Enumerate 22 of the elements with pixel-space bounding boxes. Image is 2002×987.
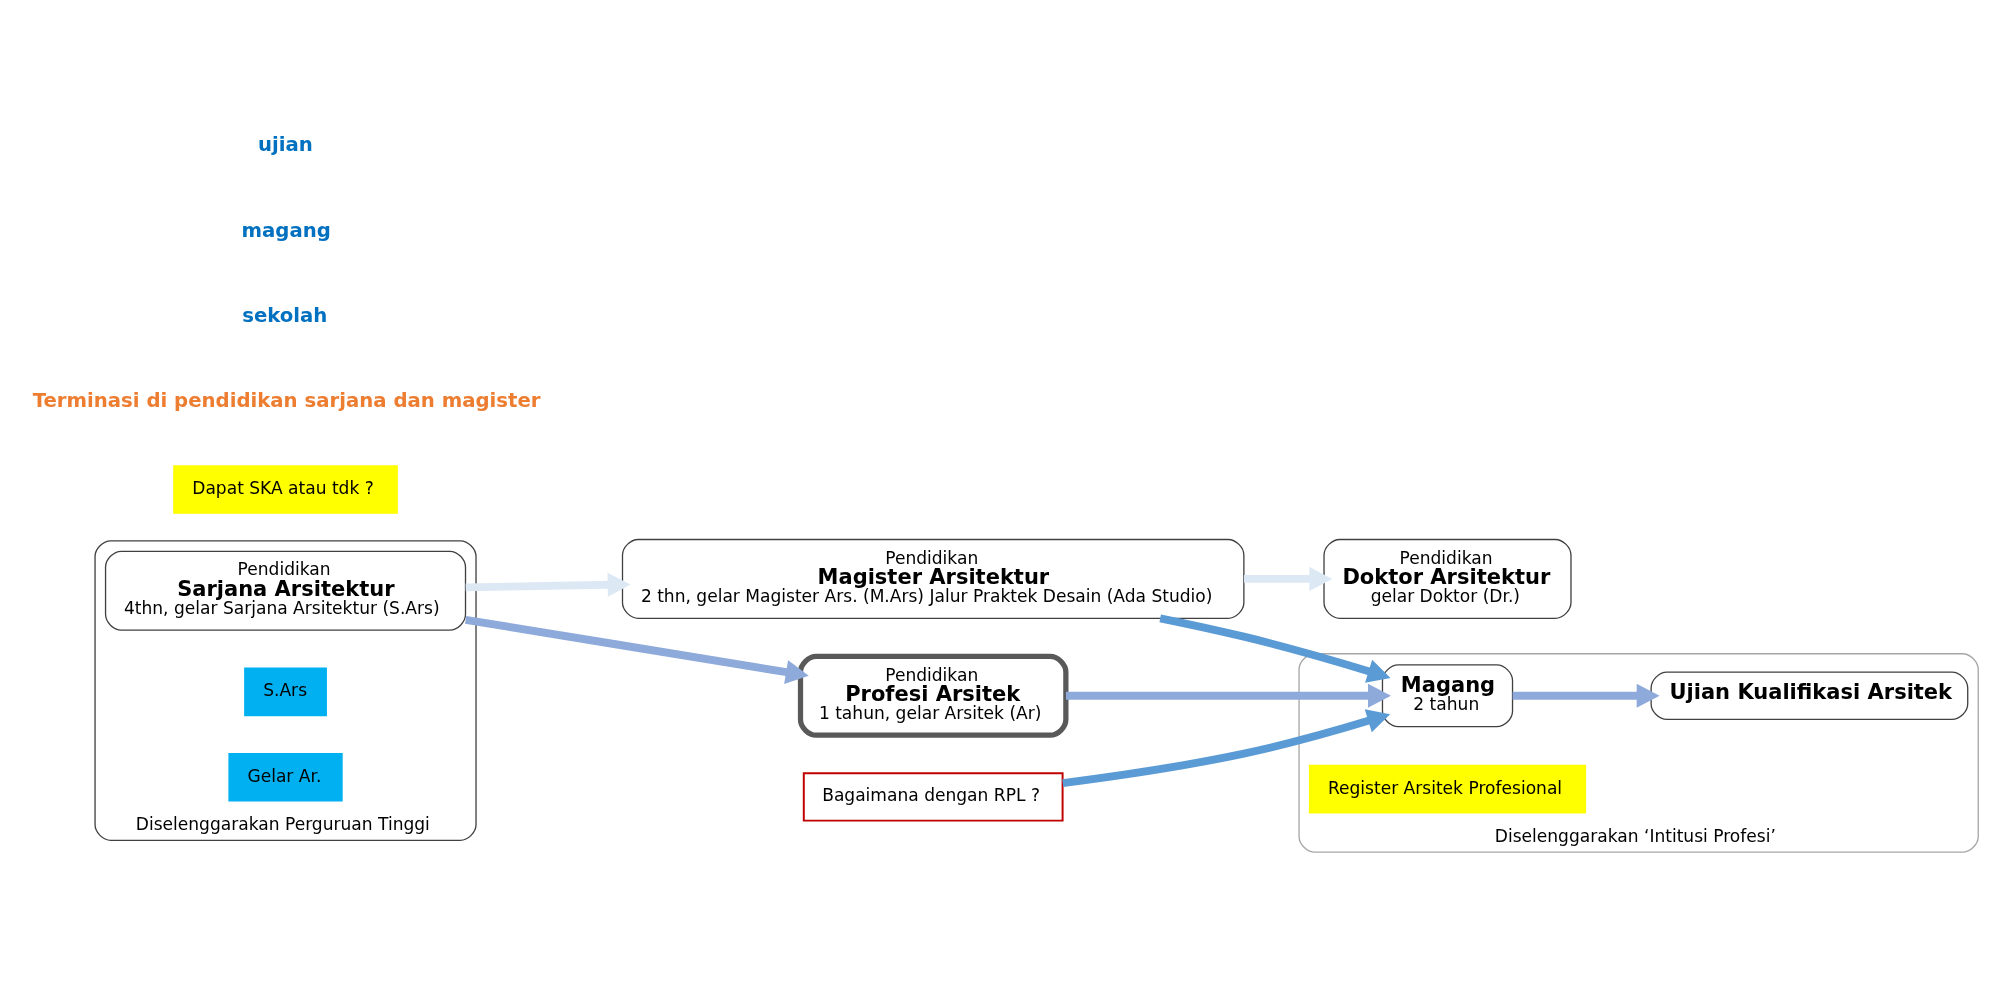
node-box: Pendidikan Sarjana Arsitektur 4thn, gelar Sarjana Arsitektur (S.Ars) <box>104 550 466 631</box>
node-box: Dapat SKA atau tdk ? <box>172 465 398 514</box>
node-box: Gelar Ar. <box>227 752 343 802</box>
arrow <box>1061 709 1390 787</box>
arrow <box>1065 683 1391 708</box>
node-box: S.Ars <box>243 667 327 717</box>
label: ujian <box>257 133 313 157</box>
arrow <box>465 572 631 597</box>
arrow <box>1158 614 1390 683</box>
label: magang <box>241 218 331 242</box>
label: Terminasi di pendidikan sarjana dan magister <box>32 389 540 413</box>
node-box: Magang 2 tahun <box>1381 664 1513 728</box>
node-box: Pendidikan Doktor Arsitektur gelar Doktor (Dr.) <box>1322 538 1572 619</box>
node-box: Bagaimana dengan RPL ? <box>802 772 1064 822</box>
arrow <box>1512 683 1660 708</box>
label: sekolah <box>241 304 327 328</box>
arrow <box>1243 566 1332 591</box>
node-box: Pendidikan Profesi Arsitek 1 tahun, gelar Arsitek (Ar) <box>797 653 1068 738</box>
node-box: Register Arsitek Profesional <box>1308 764 1586 814</box>
arrow <box>464 615 809 684</box>
node-box: Ujian Kualifikasi Arsitek <box>1649 671 1968 721</box>
node-box: Pendidikan Magister Arsitektur 2 thn, gelar Magister Ars. (M.Ars) Jalur Praktek Desain (Ada Studio) <box>621 538 1245 619</box>
